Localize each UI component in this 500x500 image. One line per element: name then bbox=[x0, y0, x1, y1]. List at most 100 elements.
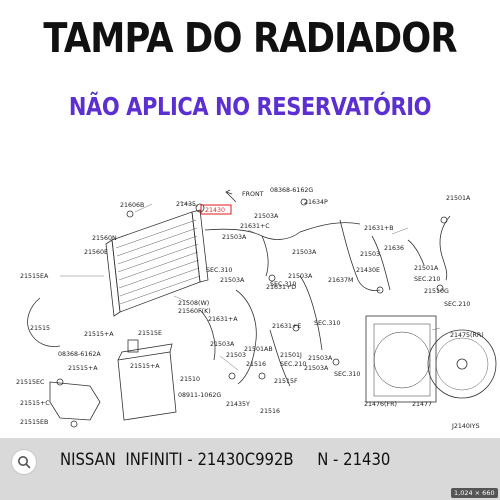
fan bbox=[427, 329, 497, 399]
part-label: 21508(W) bbox=[178, 300, 209, 307]
part-label: 21501AB bbox=[244, 346, 273, 353]
diagram-ref-code: J2140IYS bbox=[451, 423, 480, 430]
part-number-caption: NISSAN INFINITI - 21430C992B N - 21430 bbox=[60, 450, 391, 469]
front-label: FRONT bbox=[242, 191, 264, 198]
part-label: 21515+A bbox=[130, 363, 160, 370]
part-label: 21503 bbox=[226, 352, 246, 359]
part-label: 21475(RR) bbox=[450, 332, 484, 339]
lens-icon bbox=[18, 456, 31, 469]
image-size-badge: 1,024 × 660 bbox=[451, 488, 498, 498]
radiator-fins bbox=[115, 219, 201, 305]
part-label: 21503A bbox=[288, 273, 313, 280]
part-label: 21636 bbox=[384, 245, 404, 252]
hose-mid bbox=[261, 235, 269, 277]
part-label: 21515F bbox=[274, 378, 298, 385]
part-label: 21503A bbox=[308, 355, 333, 362]
leader-lines bbox=[60, 201, 441, 371]
upper-hose bbox=[204, 228, 301, 240]
part-label: 21515+A bbox=[68, 365, 98, 372]
part-label: SEC.310 bbox=[314, 320, 340, 327]
part-label: 21503A bbox=[222, 234, 247, 241]
highlight-box bbox=[200, 204, 232, 215]
front-arrow bbox=[225, 189, 237, 203]
left-hose bbox=[27, 297, 61, 347]
fan-hub bbox=[456, 358, 468, 370]
part-label: 21515+A bbox=[84, 331, 114, 338]
part-label: 21477 bbox=[412, 401, 432, 408]
hose-long bbox=[299, 275, 323, 351]
footer-bar bbox=[0, 438, 500, 500]
part-label: 21503A bbox=[304, 365, 329, 372]
part-label: 08911-1062G bbox=[178, 392, 221, 399]
lower-hose-2 bbox=[199, 309, 216, 361]
hose-right bbox=[339, 219, 381, 291]
part-label: 21430E bbox=[356, 267, 380, 274]
part-label: 21631+C bbox=[240, 223, 270, 230]
reservoir-cap bbox=[127, 339, 139, 353]
part-label: 21631+D bbox=[266, 284, 296, 291]
lower-hose bbox=[235, 289, 257, 385]
part-label: 21476(FR) bbox=[364, 401, 397, 408]
part-label: 21510G bbox=[424, 288, 449, 295]
bracket bbox=[49, 381, 101, 421]
part-label-highlight: 21430 bbox=[205, 207, 225, 214]
part-label: 21634P bbox=[304, 199, 328, 206]
radiator-cap bbox=[195, 203, 205, 213]
page-title: TAMPA DO RADIADOR bbox=[43, 14, 457, 62]
hose-right-3 bbox=[407, 239, 425, 266]
part-label: 21435Y bbox=[226, 401, 250, 408]
shroud-circle bbox=[373, 331, 431, 389]
part-label: 21637M bbox=[328, 277, 353, 284]
part-label: 21435 bbox=[176, 201, 196, 208]
diagram-linework bbox=[27, 189, 497, 428]
image-search-icon[interactable] bbox=[12, 450, 36, 474]
part-label: 21503A bbox=[292, 249, 317, 256]
reservoir-tank bbox=[117, 351, 177, 421]
part-label: 21515+C bbox=[20, 400, 50, 407]
part-label: 21503 bbox=[360, 251, 380, 258]
part-label: SEC.210 bbox=[280, 361, 306, 368]
part-label: 21503A bbox=[254, 213, 279, 220]
part-label: 21501A bbox=[446, 195, 471, 202]
radiator-core bbox=[111, 211, 201, 313]
part-label: 21606B bbox=[120, 202, 144, 209]
fan-shroud bbox=[365, 315, 437, 403]
part-label: 21515E bbox=[138, 330, 162, 337]
hose-far-right bbox=[439, 215, 451, 281]
lower-hose-3 bbox=[269, 329, 291, 387]
parts-diagram: 21606B 21435 21430 FRONT 08368-6162G 216… bbox=[0, 180, 500, 438]
part-label: 21631+E bbox=[272, 323, 301, 330]
fan-shroud-inner bbox=[373, 323, 431, 397]
radiator-right-tank bbox=[191, 209, 209, 283]
part-label: 21515EC bbox=[16, 379, 45, 386]
radiator-left-tank bbox=[105, 239, 121, 317]
part-label: 21501J bbox=[280, 352, 302, 359]
part-label: 21515 bbox=[30, 325, 50, 332]
part-label: SEC.210 bbox=[444, 301, 470, 308]
part-label: SEC.310 bbox=[334, 371, 360, 378]
reservoir-top bbox=[117, 343, 173, 361]
parts-diagram-svg: 21606B 21435 21430 FRONT 08368-6162G 216… bbox=[16, 187, 497, 430]
part-label: 21515EB bbox=[20, 419, 48, 426]
part-label: 21560N bbox=[92, 235, 117, 242]
part-label: 21631+A bbox=[208, 316, 238, 323]
part-label: SEC.310 bbox=[206, 267, 232, 274]
part-label: 21501A bbox=[414, 265, 439, 272]
page-subtitle: NÃO APLICA NO RESERVATÓRIO bbox=[68, 92, 432, 121]
part-label: 08368-6162A bbox=[58, 351, 101, 358]
part-label: 21516 bbox=[260, 408, 280, 415]
part-label: 21516 bbox=[246, 361, 266, 368]
part-label: 21631+B bbox=[364, 225, 394, 232]
part-label: 21503A bbox=[220, 277, 245, 284]
part-label: 08368-6162G bbox=[270, 187, 313, 194]
hose-right-2 bbox=[371, 235, 391, 291]
fan-inner bbox=[435, 337, 489, 391]
part-label: SEC.310 bbox=[270, 281, 296, 288]
part-label: 21510 bbox=[180, 376, 200, 383]
part-label: 21560E bbox=[84, 249, 108, 256]
part-label: 21560F(K) bbox=[178, 308, 211, 315]
part-label: 21515EA bbox=[20, 273, 49, 280]
upper-hose-2 bbox=[299, 222, 361, 233]
part-label: SEC.210 bbox=[414, 276, 440, 283]
